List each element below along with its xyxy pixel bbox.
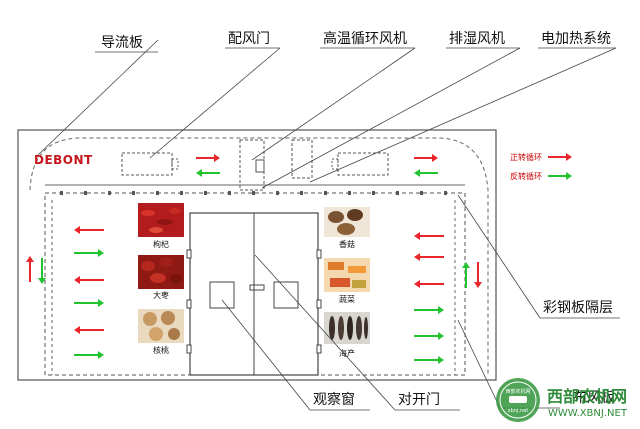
legend-forward-arrow — [548, 153, 572, 161]
arrow-left-0 — [74, 226, 104, 234]
rail-hook — [444, 191, 447, 195]
exhaust-fan-box — [291, 139, 313, 179]
food-mushroom — [324, 207, 370, 237]
callout-steel-panel: 彩钢板隔层 — [543, 300, 613, 316]
arrow-vertical-right-down — [474, 262, 482, 288]
right-fan-nub — [331, 158, 339, 170]
arrow-left-1 — [74, 249, 104, 257]
watermark-site: 西部农机网 — [547, 387, 627, 406]
food-seafood — [324, 312, 370, 344]
watermark-badge-bottom: xbnj.net — [508, 408, 529, 414]
callout-exhaust-fan: 排湿风机 — [449, 31, 505, 47]
watermark-badge-top: 西部农机网 — [505, 388, 530, 395]
arrow-ceiling-left-forward — [196, 154, 220, 162]
rail-hook — [276, 191, 279, 195]
callout-deflector: 导流板 — [101, 35, 143, 51]
chamber-outer-wall — [17, 129, 497, 381]
rail-hook — [300, 191, 303, 195]
arrow-vertical-left-up — [26, 256, 34, 282]
rail-hook — [204, 191, 207, 195]
arrow-left-2 — [74, 276, 104, 284]
rail-hook — [156, 191, 159, 195]
leader-lines — [37, 39, 620, 411]
arrow-left-4 — [74, 326, 104, 334]
arrow-vertical-right-up — [462, 262, 470, 288]
food-label-goji: 枸杞 — [153, 239, 169, 249]
air-damper-box — [255, 159, 265, 173]
arrow-right-4 — [414, 332, 444, 340]
rail-hook — [372, 191, 375, 195]
rail-hook — [324, 191, 327, 195]
callout-air-plate: 布风板 — [573, 390, 615, 406]
rail-hook — [84, 191, 87, 195]
food-goji — [138, 203, 184, 237]
door-hinges — [186, 249, 322, 354]
legend-reverse-arrow — [548, 172, 572, 180]
legend-reverse-label: 反转循环 — [510, 171, 542, 181]
watermark-url: WWW.XBNJ.NET — [548, 408, 628, 419]
arrow-left-3 — [74, 299, 104, 307]
left-fan-box — [121, 152, 173, 176]
food-label-walnut: 核桃 — [153, 345, 169, 355]
callout-view-window: 观察窗 — [313, 391, 355, 408]
rail-hook — [108, 191, 111, 195]
circulation-fan-box — [239, 139, 265, 191]
view-window-right — [273, 281, 299, 309]
rail-hook — [348, 191, 351, 195]
deflector-line — [29, 137, 489, 375]
callout-double-door: 对开门 — [398, 392, 440, 408]
arrow-ceiling-right-forward — [414, 154, 438, 162]
rail-hook — [396, 191, 399, 195]
arrow-right-1 — [414, 253, 444, 261]
food-vegetables — [324, 258, 370, 292]
arrow-ceiling-left-reverse — [196, 169, 220, 177]
callout-heater: 电加热系统 — [541, 31, 611, 47]
legend-forward-label: 正转循环 — [510, 152, 542, 162]
rail-hook — [228, 191, 231, 195]
left-fan-nub — [171, 158, 179, 170]
rail-hook — [420, 191, 423, 195]
right-fan-box — [337, 152, 389, 176]
airflow-arrows — [74, 226, 444, 364]
rail-hook — [180, 191, 183, 195]
view-window-left — [209, 281, 235, 309]
food-label-vegetables: 蔬菜 — [339, 294, 355, 304]
arrow-right-5 — [414, 356, 444, 364]
rail-hooks — [60, 191, 447, 195]
door-handle — [249, 284, 265, 291]
rail-hook — [252, 191, 255, 195]
rail-hook — [132, 191, 135, 195]
legend-reverse-arrow-mark — [548, 172, 572, 180]
rail-hook — [60, 191, 63, 195]
arrow-left-5 — [74, 351, 104, 359]
food-walnut — [138, 309, 184, 343]
food-label-seafood: 海产 — [339, 348, 355, 358]
legend: 正转循环 反转循环 — [510, 152, 572, 181]
food-jujube — [138, 255, 184, 289]
arrow-right-0 — [414, 232, 444, 240]
arrow-ceiling-right-reverse — [414, 169, 438, 177]
ceiling-arrows — [196, 154, 438, 177]
legend-forward-arrow-mark — [548, 153, 572, 161]
vertical-airflow-arrows — [26, 256, 482, 288]
arrow-vertical-left-down — [38, 258, 46, 284]
food-label-mushroom: 香菇 — [339, 239, 355, 249]
arrow-right-2 — [414, 280, 444, 288]
brand-logo: DEBONT — [34, 153, 93, 167]
food-label-jujube: 大枣 — [153, 290, 169, 300]
arrow-right-3 — [414, 306, 444, 314]
watermark: 西部农机网 xbnj.net 西部农机网 WWW.XBNJ.NET — [496, 378, 628, 422]
callout-air-door: 配风门 — [228, 31, 270, 47]
callout-circulation-fan: 高温循环风机 — [323, 30, 407, 47]
